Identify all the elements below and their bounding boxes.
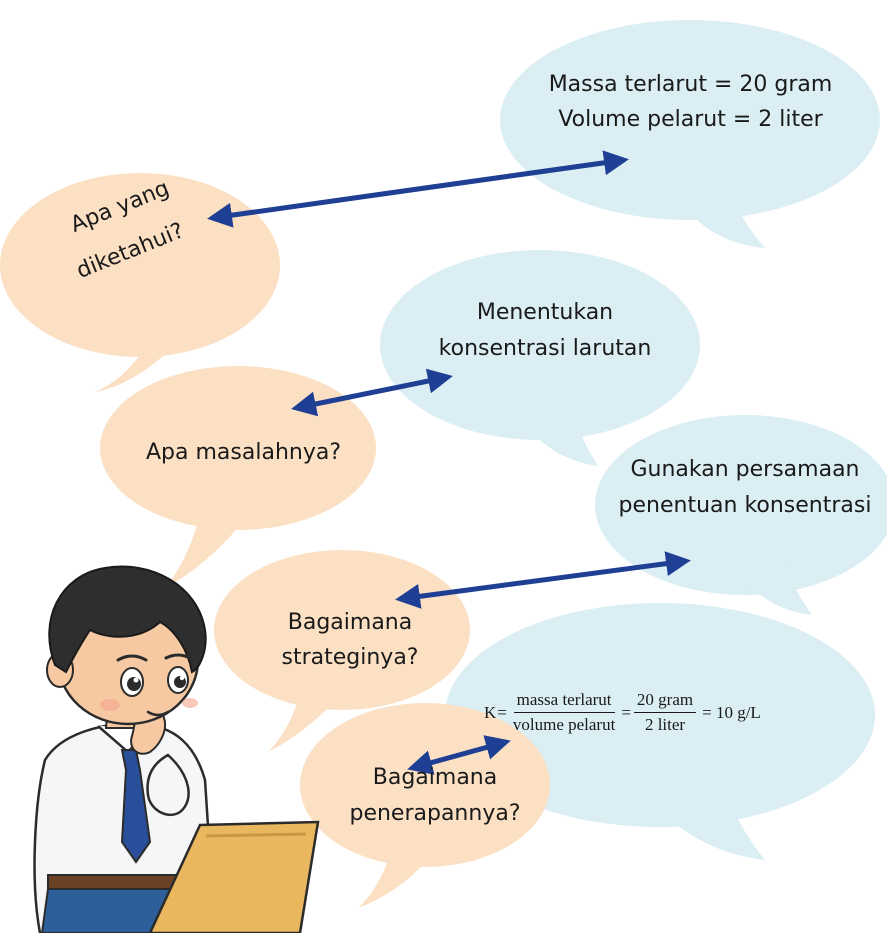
formula-denominator-general: volume pelarut xyxy=(512,715,616,734)
arrow-known xyxy=(207,150,629,228)
arrow-strategy xyxy=(395,551,691,609)
formula-result: = 10 g/L xyxy=(702,702,761,722)
formula-equals-1: = xyxy=(497,702,507,722)
answer-bubble-problem xyxy=(380,250,700,466)
formula-equals-2: = xyxy=(621,702,631,722)
concentration-formula: K = massa terlarut volume pelarut = 20 g… xyxy=(484,690,762,735)
arrow-problem xyxy=(291,368,453,417)
question-application-line-1: Bagaimana xyxy=(372,765,498,790)
problem-answer-line-1: Menentukan xyxy=(476,300,614,325)
question-problem: Apa masalahnya? xyxy=(146,440,342,465)
known-answer-line-1: Massa terlarut = 20 gram xyxy=(548,72,833,97)
answer-bubble-application xyxy=(445,603,875,860)
formula-fraction-general: massa terlarut volume pelarut xyxy=(510,690,618,735)
arrow-application xyxy=(407,735,511,775)
student-illustration xyxy=(33,565,320,933)
question-strategy-line-2: strateginya? xyxy=(281,645,419,670)
problem-answer-line-2: konsentrasi larutan xyxy=(438,336,652,361)
formula-lhs: K xyxy=(484,702,497,722)
strategy-answer-line-1: Gunakan persamaan xyxy=(630,457,860,482)
strategy-answer-line-2: penentuan konsentrasi xyxy=(618,493,872,518)
formula-denominator-values: 2 liter xyxy=(644,715,686,734)
formula-fraction-values: 20 gram 2 liter xyxy=(633,690,697,735)
question-strategy-line-1: Bagaimana xyxy=(287,610,413,635)
answer-bubble-strategy xyxy=(595,415,887,615)
formula-numerator-values: 20 gram xyxy=(633,690,697,713)
question-application-line-2: penerapannya? xyxy=(349,801,521,826)
formula-numerator-general: massa terlarut xyxy=(513,690,615,713)
known-answer-line-2: Volume pelarut = 2 liter xyxy=(558,107,823,132)
